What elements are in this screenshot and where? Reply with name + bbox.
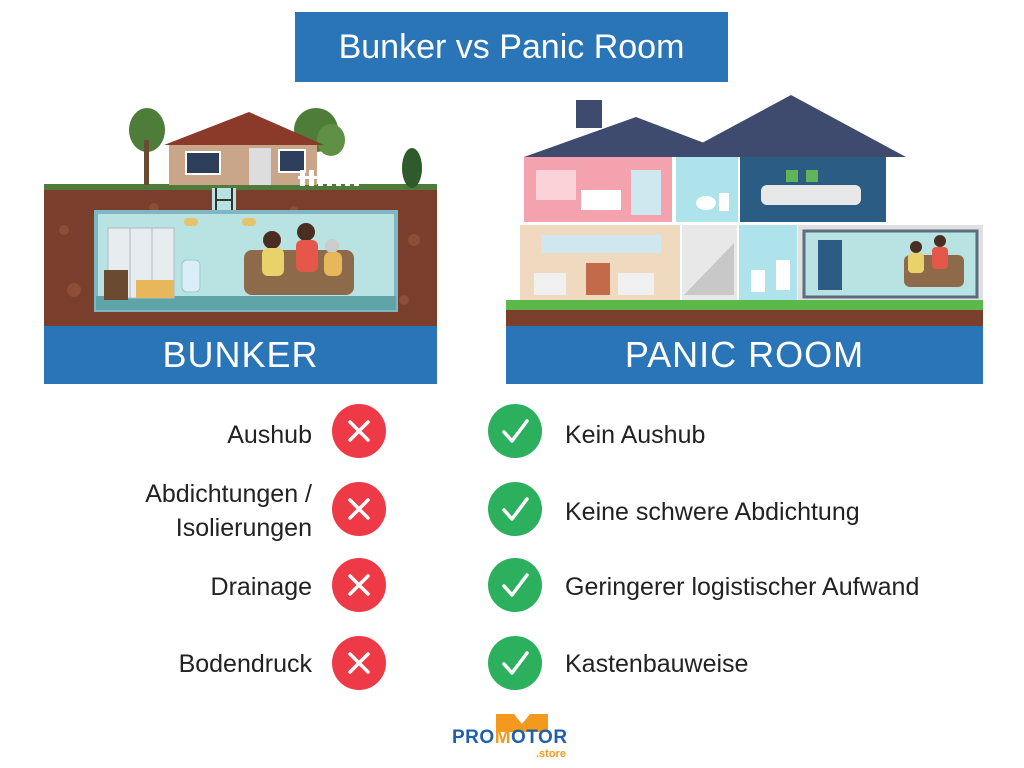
con-item-text: Abdichtungen / Isolierungen bbox=[145, 480, 312, 542]
logo-domain: .store bbox=[536, 748, 566, 760]
con-item-text: Aushub bbox=[227, 421, 312, 449]
bunker-label: BUNKER bbox=[44, 326, 437, 384]
cross-icon bbox=[332, 636, 386, 690]
logo-mark-icon bbox=[496, 714, 548, 732]
cross-icon bbox=[332, 558, 386, 612]
cross-icon bbox=[332, 482, 386, 536]
pro-item-text: Kein Aushub bbox=[565, 421, 706, 449]
pro-item-text: Keine schwere Abdichtung bbox=[565, 498, 860, 526]
con-item-text: Drainage bbox=[210, 573, 312, 601]
check-icon bbox=[488, 482, 542, 536]
pro-item-text: Kastenbauweise bbox=[565, 650, 749, 678]
check-icon bbox=[488, 558, 542, 612]
check-icon bbox=[488, 404, 542, 458]
panic-room-label: PANIC ROOM bbox=[506, 326, 983, 384]
cross-icon bbox=[332, 404, 386, 458]
check-icon bbox=[488, 636, 542, 690]
con-item-text: Bodendruck bbox=[178, 650, 312, 678]
promotor-logo[interactable]: PROMOTOR .store bbox=[452, 710, 577, 762]
logo-wordmark: PROMOTOR bbox=[452, 727, 568, 748]
bunker-illustration bbox=[44, 108, 437, 328]
page-title: Bunker vs Panic Room bbox=[295, 12, 728, 82]
pro-item-text: Geringerer logistischer Aufwand bbox=[565, 573, 920, 601]
house-illustration bbox=[506, 95, 983, 328]
